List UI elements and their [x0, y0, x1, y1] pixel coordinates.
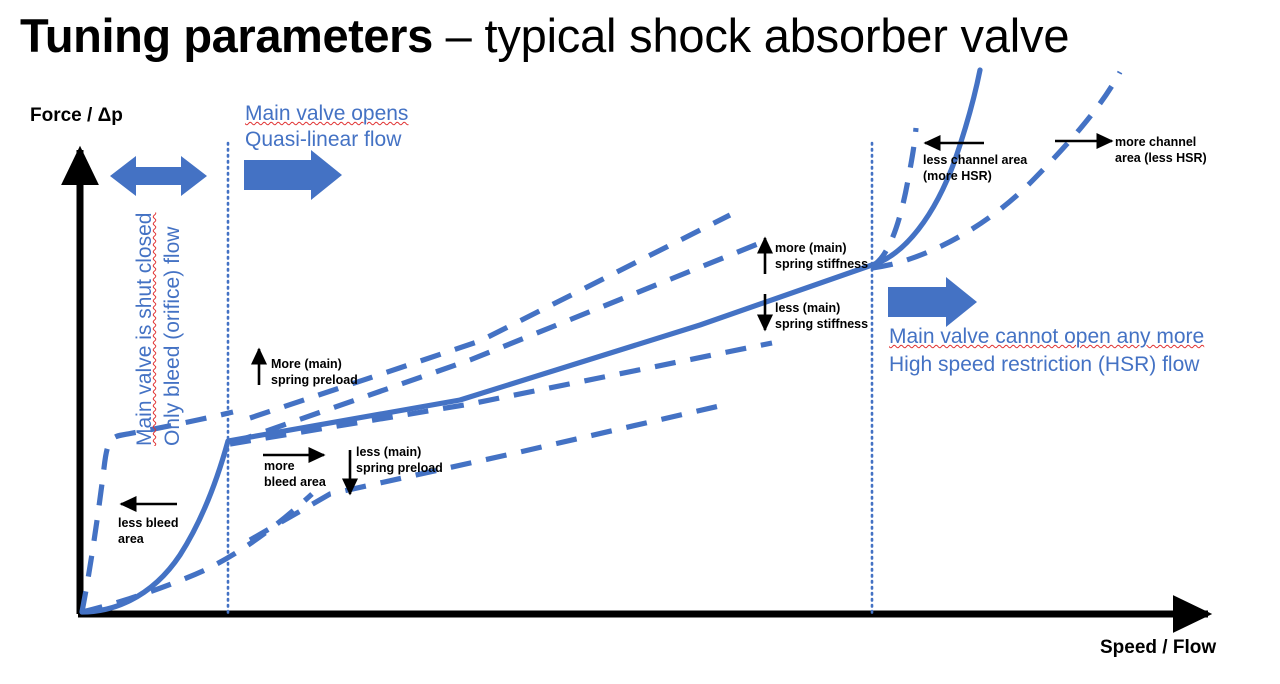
y-axis-label: Force / Δp	[30, 105, 123, 126]
region-label-hsr: Main valve cannot open any more High spe…	[889, 323, 1204, 379]
region-label-bleed: Main valve is shut closed Only bleed (or…	[131, 213, 187, 446]
annotation-more-spring-stiffness: more (main)spring stiffness	[775, 241, 869, 271]
curve-more-channel-area	[871, 70, 1123, 271]
x-axis-label: Speed / Flow	[1100, 637, 1217, 658]
curve-more-bleed-area	[81, 492, 314, 615]
curve-nominal	[79, 67, 983, 615]
region-label-line2: Quasi-linear flow	[245, 128, 402, 151]
arrow-bleed-region	[110, 156, 207, 196]
page-title: Tuning parameters – typical shock absorb…	[20, 6, 1069, 66]
region-label-line1: Main valve cannot open any more	[889, 325, 1205, 348]
region-label-line1: Main valve opens	[245, 102, 409, 125]
title-light: – typical shock absorber valve	[432, 9, 1070, 62]
region-label-bleed-rotated: Main valve is shut closed Only bleed (or…	[131, 213, 187, 446]
title-bold: Tuning parameters	[20, 9, 433, 62]
region-label-line2: Only bleed (orifice) flow	[161, 226, 184, 446]
annotation-less-spring-stiffness: less (main)spring stiffness	[775, 301, 869, 331]
curve-less-spring-stiffness	[229, 340, 773, 447]
region-label-main-valve-opens: Main valve opens Quasi-linear flow	[245, 101, 408, 153]
curve-less-spring-preload	[248, 401, 729, 543]
annotation-less-spring-preload: less (main)spring preload	[356, 445, 443, 475]
curve-less-channel-area	[870, 127, 919, 269]
curve-more-spring-preload	[249, 212, 732, 421]
arrow-main-valve-opens	[244, 150, 342, 200]
curve-more-spring-stiffness	[231, 236, 771, 446]
region-label-line2: High speed restriction (HSR) flow	[889, 353, 1200, 376]
arrow-hsr-region	[888, 277, 977, 327]
axis-group	[61, 145, 1213, 633]
annotation-more-spring-preload: More (main)spring preload	[271, 357, 358, 387]
region-label-line1: Main valve is shut closed	[133, 212, 156, 446]
annotation-less-channel-area: less channel area(more HSR)	[923, 153, 1028, 183]
